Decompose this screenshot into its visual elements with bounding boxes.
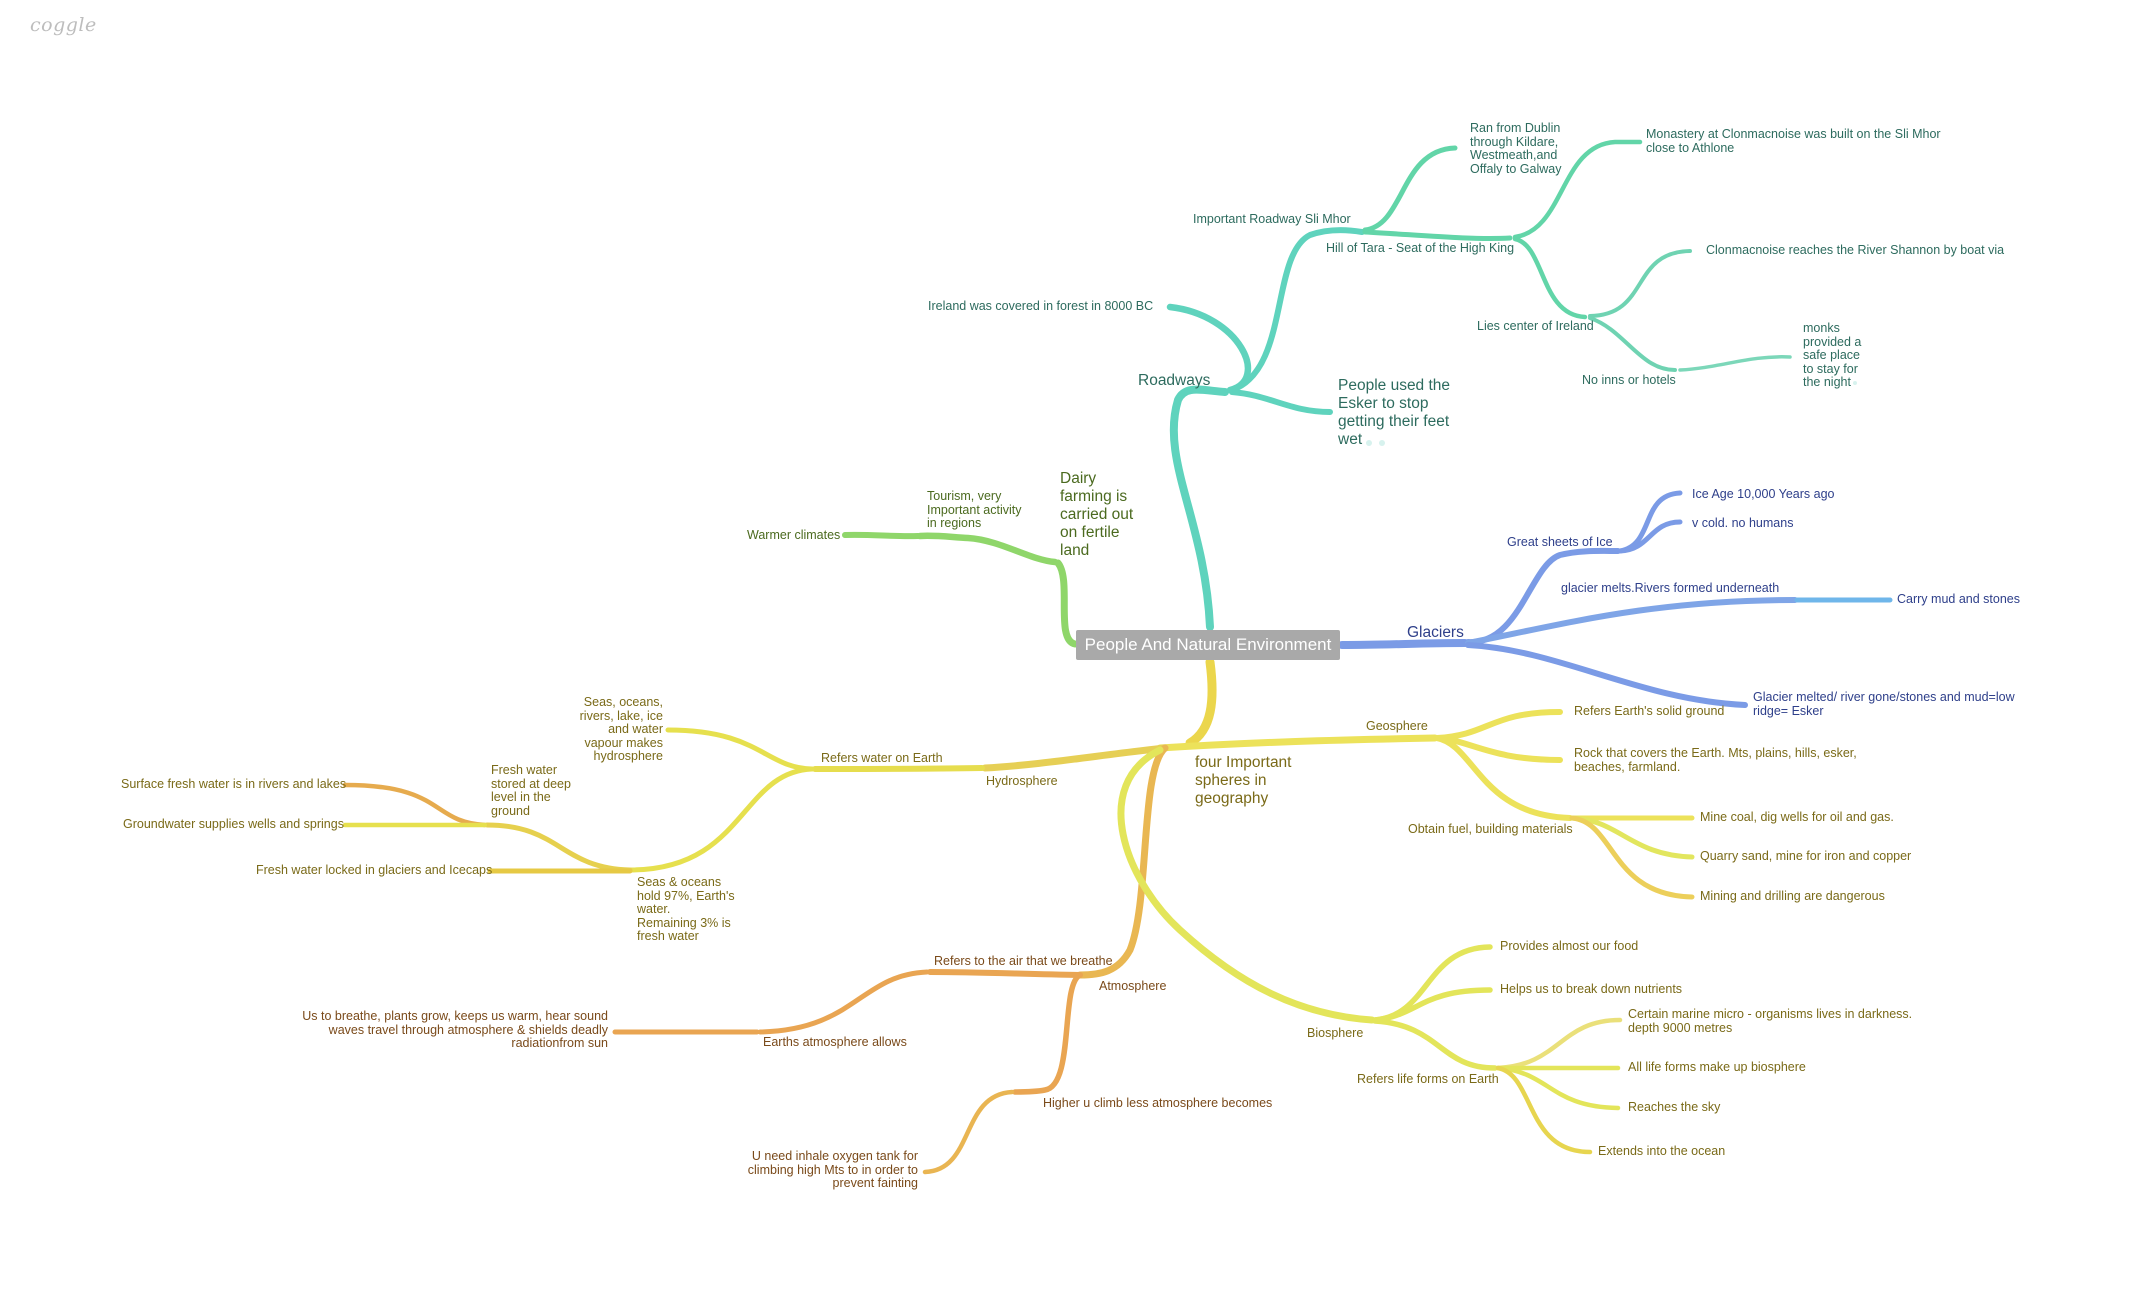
node-breathe[interactable]: Us to breathe, plants grow, keeps us war… [302,1009,608,1051]
branch-ocean-ext [1495,1065,1593,1155]
node-marine[interactable]: Certain marine micro - organisms lives i… [1628,1007,1913,1035]
attachment-dot [1853,381,1857,385]
branch-fresh-deep [484,822,633,873]
branch-allows [757,969,930,1035]
node-coal[interactable]: Mine coal, dig wells for oil and gas. [1700,810,1894,824]
branch-life [1372,1018,1498,1071]
branch-biosphere [1117,746,1376,1024]
node-groundwater[interactable]: Groundwater supplies wells and springs [123,817,344,831]
branch-refers-solid [1434,709,1563,741]
branch-roadways [1169,385,1229,631]
branch-monastery [1512,139,1643,240]
branch-marine [1495,1017,1623,1071]
node-all-life[interactable]: All life forms make up biosphere [1628,1060,1806,1074]
node-oxygen[interactable]: U need inhale oxygen tank for climbing h… [747,1149,918,1191]
branch-refers-water [812,765,985,772]
branch-lies-center [1512,236,1588,320]
branch-ran-from [1362,145,1458,233]
branch-nutrients [1372,987,1493,1023]
branch-tourism [916,532,1059,566]
branch-no-inns [1588,316,1677,372]
branch-air [927,969,1083,978]
node-allows[interactable]: Earths atmosphere allows [763,1035,907,1049]
node-ocean[interactable]: Extends into the ocean [1598,1144,1726,1158]
node-hill-tara[interactable]: Hill of Tara - Seat of the High King [1326,241,1515,255]
node-atmosphere[interactable]: Atmosphere [1099,979,1167,993]
node-locked[interactable]: Fresh water locked in glaciers and Iceca… [256,863,493,877]
node-cold[interactable]: v cold. no humans [1692,516,1794,530]
branch-quarry [1569,815,1695,860]
branch-surface [342,782,488,828]
node-melts[interactable]: glacier melts.Rivers formed underneath [1561,581,1780,595]
branch-spheres-trunk [1185,657,1217,748]
node-refers-solid[interactable]: Refers Earth's solid ground [1574,704,1725,718]
branch-hydrosphere [981,744,1169,772]
root-node[interactable]: People And Natural Environment [1076,630,1340,660]
node-fuel[interactable]: Obtain fuel, building materials [1408,822,1573,836]
node-fresh-deep[interactable]: Fresh water stored at deep level in the … [491,763,571,818]
branch-oxygen [922,1089,1015,1175]
branch-people-esker [1229,389,1333,415]
branch-mining [1569,815,1695,900]
branch-atmosphere [1076,744,1169,979]
branch-higher [1012,972,1083,1095]
node-carry[interactable]: Carry mud and stones [1897,592,2020,606]
branch-food [1372,944,1493,1023]
node-tourism[interactable]: Tourism, very Important activity in regi… [927,489,1022,531]
branch-melted [1465,642,1748,708]
branch-sheets [1465,547,1621,646]
branch-important-roadway [1229,227,1365,393]
attachment-dot [1366,440,1372,446]
branch-sky [1495,1065,1621,1111]
node-ice-age[interactable]: Ice Age 10,000 Years ago [1692,487,1835,501]
node-melted[interactable]: Glacier melted/ river gone/stones and mu… [1753,690,2015,718]
branch-geosphere [1156,734,1439,752]
node-rock[interactable]: Rock that covers the Earth. Mts, plains,… [1574,746,1857,774]
branch-oceans [627,766,815,873]
node-refers-water[interactable]: Refers water on Earth [821,751,943,765]
node-quarry[interactable]: Quarry sand, mine for iron and copper [1700,849,1912,863]
node-people-esker[interactable]: People used the Esker to stop getting th… [1338,377,1451,448]
node-food[interactable]: Provides almost our food [1500,939,1639,953]
node-higher[interactable]: Higher u climb less atmosphere becomes [1043,1096,1273,1110]
branch-hill-tara [1362,229,1513,241]
attachment-dot [1379,440,1385,446]
node-lies-center[interactable]: Lies center of Ireland [1477,319,1594,333]
node-forest[interactable]: Ireland was covered in forest in 8000 BC [928,299,1154,313]
node-clonmacnoise[interactable]: Clonmacnoise reaches the River Shannon b… [1706,243,2005,257]
coggle-logo[interactable]: coggle [30,14,97,36]
branch-fuel [1434,735,1573,821]
node-biosphere[interactable]: Biosphere [1307,1026,1364,1040]
node-spheres[interactable]: four Important spheres in geography [1195,754,1292,807]
node-sheets[interactable]: Great sheets of Ice [1507,535,1613,549]
node-surface[interactable]: Surface fresh water is in rivers and lak… [121,777,347,791]
node-roadways[interactable]: Roadways [1138,372,1211,389]
node-dairy[interactable]: Dairy farming is carried out on fertile … [1060,470,1134,559]
node-life[interactable]: Refers life forms on Earth [1357,1072,1499,1086]
node-monastery[interactable]: Monastery at Clonmacnoise was built on t… [1646,127,1941,155]
node-seas[interactable]: Seas, oceans, rivers, lake, ice and wate… [579,695,663,764]
node-geosphere[interactable]: Geosphere [1366,719,1428,733]
node-mining[interactable]: Mining and drilling are dangerous [1700,889,1885,903]
branch-dairy [1054,559,1079,648]
branch-seas [665,727,815,772]
node-hydrosphere[interactable]: Hydrosphere [986,774,1058,788]
node-monks[interactable]: monks provided a safe place to stay for … [1803,321,1862,390]
node-glaciers[interactable]: Glaciers [1407,624,1464,641]
branch-clonmacnoise [1588,249,1692,318]
node-important-roadway[interactable]: Important Roadway Sli Mhor [1193,212,1351,226]
branch-monks [1678,355,1792,372]
node-oceans[interactable]: Seas & oceans hold 97%, Earth's water. R… [637,875,735,944]
node-sky[interactable]: Reaches the sky [1628,1100,1721,1114]
node-no-inns[interactable]: No inns or hotels [1582,373,1676,387]
branch-melts [1465,597,1798,646]
node-air[interactable]: Refers to the air that we breathe [934,954,1113,968]
node-nutrients[interactable]: Helps us to break down nutrients [1500,982,1683,996]
branch-cold [1617,519,1683,554]
branch-warmer [842,531,921,540]
node-ran-from[interactable]: Ran from Dublin through Kildare, Westmea… [1470,121,1562,176]
node-warmer[interactable]: Warmer climates [747,528,841,542]
branch-glaciers [1338,639,1469,649]
